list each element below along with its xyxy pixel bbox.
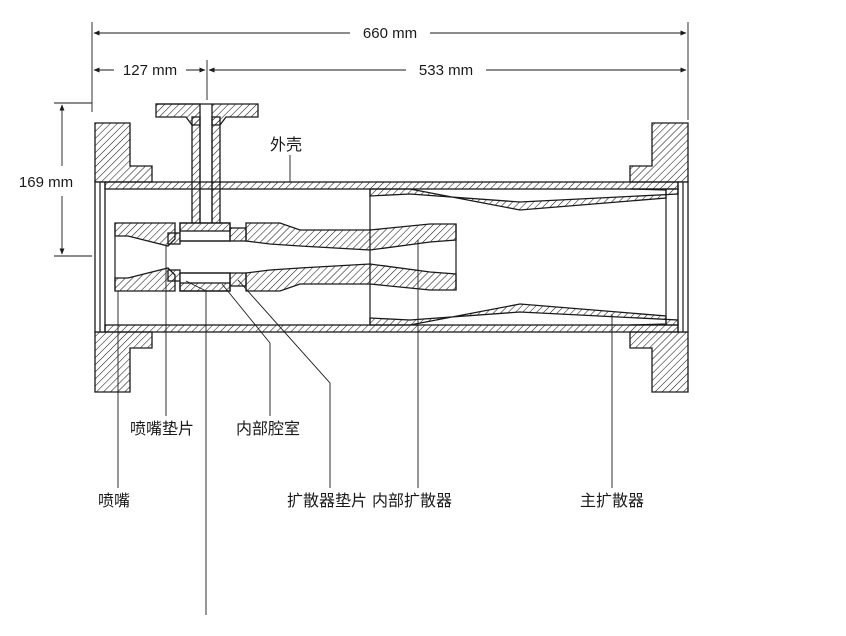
inner-chamber-label: 内部腔室: [236, 419, 300, 438]
nozzle-label: 喷嘴: [98, 491, 130, 510]
overall-length-label: 660 mm: [363, 25, 417, 42]
end-rings: [94, 181, 689, 333]
suction-inlet: [155, 103, 259, 226]
dimension-height: 169 mm: [19, 102, 92, 257]
leader-lines: [117, 155, 613, 615]
height-label: 169 mm: [19, 174, 73, 191]
inner-chamber: [179, 222, 231, 292]
inner-diffuser: [245, 222, 457, 292]
nozzle-gasket: [167, 232, 181, 282]
inlet-offset-label: 127 mm: [123, 62, 177, 79]
main-diffuser-label: 主扩散器: [580, 491, 644, 510]
diffuser-gasket: [229, 227, 247, 287]
dimension-body: 533 mm: [208, 62, 687, 79]
main-diffuser: [369, 188, 679, 326]
dimension-inlet-offset: 127 mm: [93, 60, 208, 100]
dimension-overall: 660 mm: [91, 22, 689, 120]
left-flange: [94, 122, 153, 393]
diffuser-gasket-label: 扩散器垫片: [287, 491, 367, 510]
inner-diffuser-label: 内部扩散器: [372, 491, 452, 510]
shell-label: 外壳: [270, 135, 302, 154]
nozzle-gasket-label: 喷嘴垫片: [130, 419, 194, 438]
body-length-label: 533 mm: [419, 62, 473, 79]
